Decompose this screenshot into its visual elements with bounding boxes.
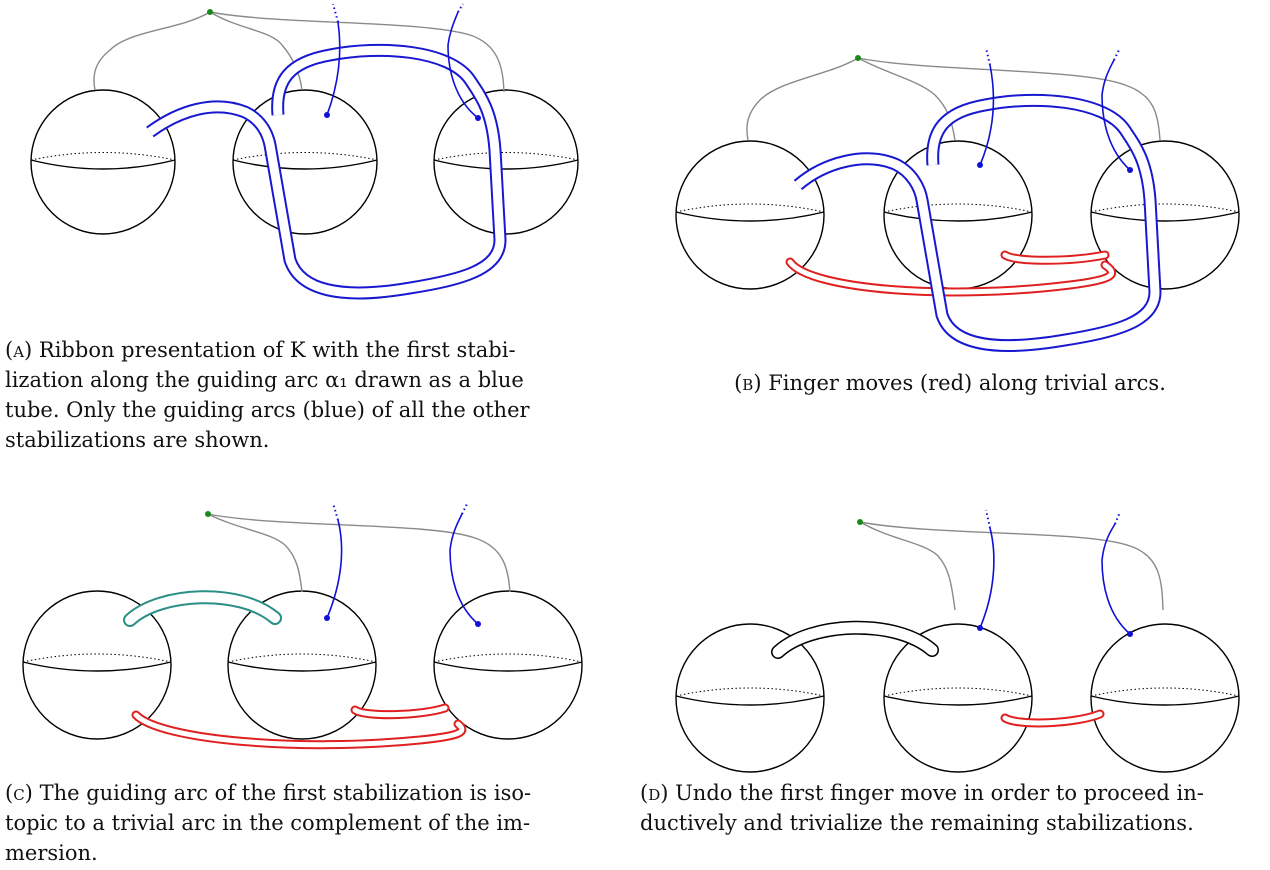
sphere-middle <box>227 590 377 740</box>
sphere-right <box>1090 140 1240 290</box>
caption-d-label: (d) <box>640 781 669 805</box>
sphere-right <box>433 590 583 740</box>
caption-b: (b) Finger moves (red) along trivial arc… <box>650 368 1250 398</box>
sphere-middle <box>883 623 1033 773</box>
basepoint <box>857 519 863 525</box>
caption-a: (a) Ribbon presentation of K with the fi… <box>5 335 600 455</box>
caption-c: (c) The guiding arc of the first stabili… <box>5 778 600 868</box>
sphere-left <box>675 623 825 773</box>
caption-b-line-1: Finger moves (red) along trivial arcs. <box>768 371 1166 395</box>
figure-a <box>30 3 579 300</box>
sphere-left <box>30 89 176 235</box>
sphere-left <box>22 590 172 740</box>
basepoint <box>205 511 211 517</box>
caption-a-line-1: Ribbon presentation of K with the first … <box>38 338 516 362</box>
panel-b: (b) Finger moves (red) along trivial arc… <box>650 0 1270 450</box>
caption-c-line-3: mersion. <box>5 841 98 865</box>
panel-d <box>650 500 1270 870</box>
figure-b <box>675 47 1240 353</box>
panel-a: (a) Ribbon presentation of K with the fi… <box>0 0 600 452</box>
caption-c-label: (c) <box>5 781 33 805</box>
figure-c <box>22 502 583 750</box>
caption-a-line-2: lization along the guiding arc α₁ drawn … <box>5 368 524 392</box>
caption-a-line-4: stabilizations are shown. <box>5 428 270 452</box>
sphere-right <box>1090 623 1240 773</box>
caption-a-line-3: tube. Only the guiding arcs (blue) of al… <box>5 398 530 422</box>
basepoint <box>855 55 861 61</box>
caption-d-final: (d) Undo the first finger move in order … <box>640 778 1265 838</box>
panel-c: (c) The guiding arc of the first stabili… <box>0 500 600 870</box>
caption-b-label: (b) <box>734 371 762 395</box>
caption-d-line-2: ductively and trivialize the remaining s… <box>640 811 1194 835</box>
caption-c-line-1: The guiding arc of the first stabilizati… <box>39 781 532 805</box>
caption-c-line-2: topic to a trivial arc in the complement… <box>5 811 531 835</box>
figure-d <box>675 509 1240 773</box>
basepoint <box>207 9 213 15</box>
sphere-right <box>433 89 579 235</box>
caption-a-label: (a) <box>5 338 33 362</box>
band-arcs <box>93 11 211 91</box>
sphere-left <box>675 140 825 290</box>
caption-d-line-1: Undo the first finger move in order to p… <box>675 781 1204 805</box>
